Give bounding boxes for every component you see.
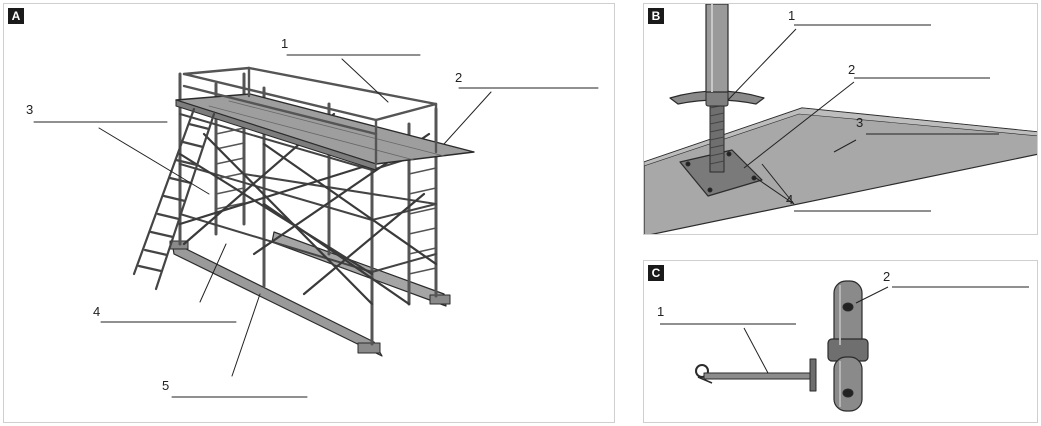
callout-4: 4: [786, 192, 794, 207]
callout-2: 2: [848, 62, 856, 77]
panel-a-scaffold: A: [3, 3, 615, 423]
standard-tube: [705, 4, 729, 93]
callout-3: 3: [856, 115, 864, 130]
callout-3: 3: [26, 102, 34, 117]
panel-b-badge: B: [648, 8, 664, 24]
panel-c-badge: C: [648, 265, 664, 281]
spigot-connector: [827, 280, 869, 412]
base-plate: [429, 294, 451, 305]
panel-b-base-jack: B: [643, 3, 1038, 235]
panel-c-connectors: C: [643, 260, 1038, 423]
callout-1: 1: [281, 36, 289, 51]
base-jack-illustration: [644, 4, 1037, 234]
sole-board-front: [171, 241, 383, 357]
base-plate: [357, 342, 381, 354]
access-ladder: [132, 107, 216, 291]
scaffold-illustration: [33, 54, 599, 398]
callout-2: 2: [883, 269, 891, 284]
callout-2: 2: [455, 70, 463, 85]
locking-pin: [695, 358, 817, 392]
callout-4: 4: [93, 304, 101, 319]
callout-1: 1: [657, 304, 665, 319]
connector-illustration: [660, 280, 1029, 412]
callout-5: 5: [162, 378, 170, 393]
callout-1: 1: [788, 8, 796, 23]
panel-a-badge: A: [8, 8, 24, 24]
